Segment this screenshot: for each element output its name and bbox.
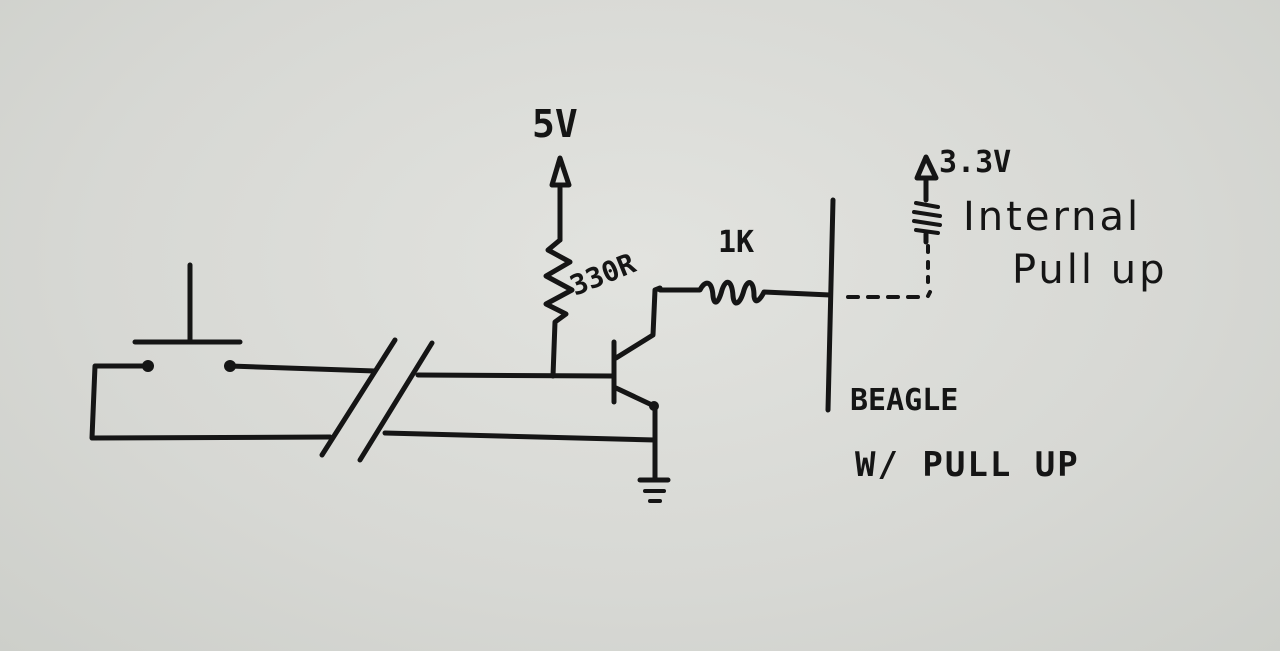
push-button-switch xyxy=(132,262,243,372)
wire-switch-right-to-base xyxy=(227,363,378,374)
label-pull-up: Pull up xyxy=(1012,247,1167,293)
label-internal: Internal xyxy=(963,194,1141,240)
npn-transistor xyxy=(611,285,663,481)
label-1k: 1K xyxy=(718,225,754,260)
supply-5v xyxy=(549,155,572,243)
wire-switch-left-to-ground-return xyxy=(89,363,333,441)
cable-break-marks xyxy=(319,337,435,463)
label-330r: 330R xyxy=(565,247,640,303)
supply-5v-arrow xyxy=(549,155,572,188)
label-with-pull-up: W/ PULL UP xyxy=(855,445,1080,485)
supply-3v3-arrow xyxy=(914,154,939,181)
label-beagle: BEAGLE xyxy=(850,383,958,418)
wire-ground-return xyxy=(382,430,658,443)
break-slash-left xyxy=(319,337,398,458)
label-5v: 5V xyxy=(532,102,578,146)
internal-pullup-resistor xyxy=(912,154,942,245)
beagle-boundary xyxy=(825,197,836,413)
transistor-collector xyxy=(613,285,663,361)
resistor-1k xyxy=(657,279,833,306)
wire-to-transistor-base xyxy=(415,372,615,379)
label-3v3: 3.3V xyxy=(939,145,1011,180)
resistor-330r xyxy=(543,237,575,379)
break-slash-right xyxy=(357,340,435,463)
transistor-emitter xyxy=(613,385,655,408)
ground-symbol xyxy=(637,477,671,503)
internal-pullup-connection xyxy=(846,244,932,299)
